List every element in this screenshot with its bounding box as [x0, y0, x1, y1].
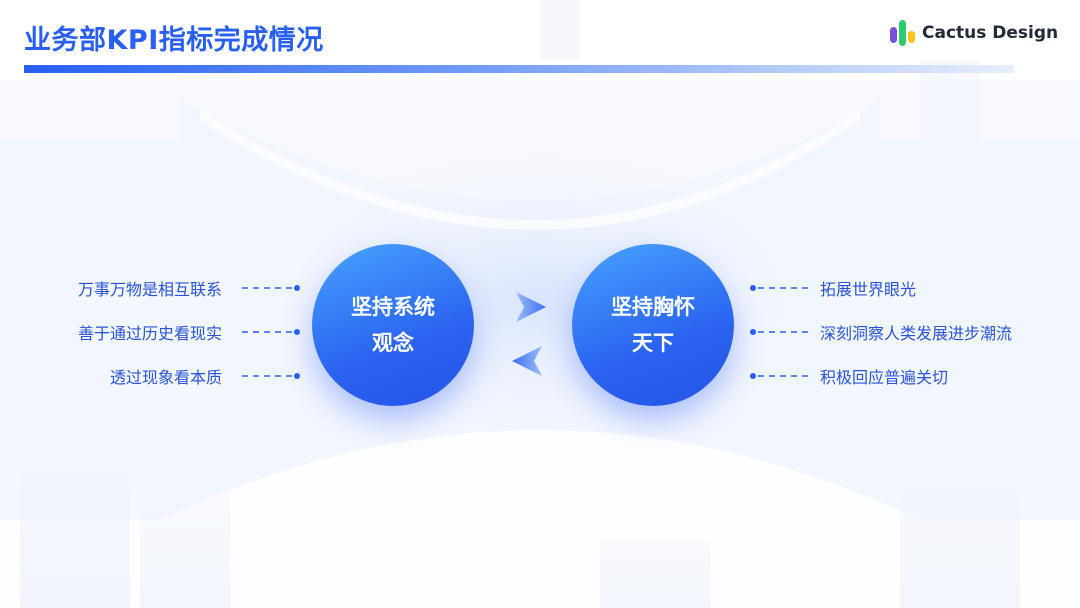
list-item-left-2-text: 善于通过历史看现实 [77, 324, 222, 343]
circle-right-line2: 天下 [632, 331, 674, 355]
connector-dot [294, 373, 300, 379]
list-item-left-1-text: 万事万物是相互联系 [77, 280, 222, 299]
circle-left-line1: 坚持系统 [351, 295, 435, 319]
title-underline [24, 65, 1014, 73]
brand-logo: Cactus Design [886, 16, 1058, 50]
list-item-right-3-text: 积极回应普遍关切 [820, 368, 949, 387]
arrow-left-icon [512, 346, 542, 376]
circle-left-line2: 观念 [372, 331, 414, 355]
connector-line [242, 287, 292, 289]
circle-world-vision: 坚持胸怀 天下 [572, 244, 734, 406]
connector-dot [294, 329, 300, 335]
list-item-left-2: 善于通过历史看现实 [78, 320, 300, 344]
list-item-right-1: 拓展世界眼光 [750, 276, 916, 300]
cactus-logo-icon [890, 20, 915, 46]
list-item-right-2: 深刻洞察人类发展进步潮流 [750, 320, 1012, 344]
list-item-left-1: 万事万物是相互联系 [78, 276, 300, 300]
circle-system-concept: 坚持系统 观念 [312, 244, 474, 406]
connector-dot [750, 373, 756, 379]
list-item-left-3-text: 透过现象看本质 [109, 368, 222, 387]
connector-line [758, 331, 808, 333]
connector-line [242, 375, 292, 377]
page-title: 业务部KPI指标完成情况 [24, 25, 324, 56]
connector-line [242, 331, 292, 333]
arrow-right-icon [516, 292, 546, 322]
list-item-right-1-text: 拓展世界眼光 [820, 280, 917, 299]
connector-line [758, 375, 808, 377]
connector-dot [294, 285, 300, 291]
connector-dot [750, 329, 756, 335]
list-item-left-3: 透过现象看本质 [110, 364, 300, 388]
logo-text: Cactus Design [922, 23, 1059, 43]
connector-line [758, 287, 808, 289]
connector-dot [750, 285, 756, 291]
list-item-right-2-text: 深刻洞察人类发展进步潮流 [820, 324, 1013, 343]
circle-right-line1: 坚持胸怀 [611, 295, 695, 319]
list-item-right-3: 积极回应普遍关切 [750, 364, 948, 388]
